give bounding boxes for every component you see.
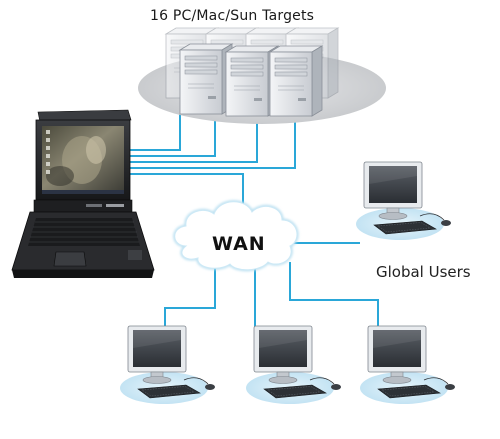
workstation-icon [359,325,456,405]
wan-label: WAN [212,233,266,255]
server-tower-icon [179,43,233,115]
network-cables [128,110,379,328]
diagram-title: 16 PC/Mac/Sun Targets [150,8,315,24]
kvm-console-icon [11,109,155,278]
server-group [138,27,386,124]
workstation-icon [119,325,216,405]
server-tower-icon [269,45,323,117]
global-users-label: Global Users [376,263,471,281]
workstation-icon [355,161,452,241]
workstation-icon [245,325,342,405]
cloud-icon [173,200,299,272]
